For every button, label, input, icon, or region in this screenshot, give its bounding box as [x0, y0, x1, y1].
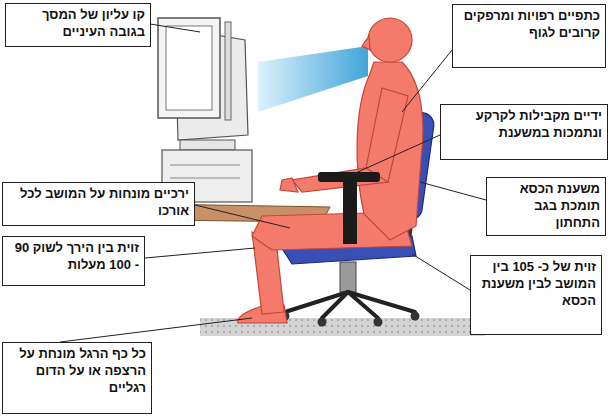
callout-text: קו עליון של המסך בגובה העיניים — [11, 7, 145, 41]
chair-base — [285, 292, 415, 318]
person — [238, 18, 423, 323]
drive-slot — [170, 178, 240, 179]
gas-lift — [340, 262, 356, 292]
callout-text: ידיים מקבילות לקרקע ונתמכות במשענת — [446, 108, 602, 142]
chair-wheels — [281, 312, 420, 327]
callout-box: משענת הכסא תומכת בגב התחתון — [486, 177, 606, 236]
armrest-post — [343, 180, 357, 244]
callout-box: קו עליון של המסך בגובה העיניים — [5, 3, 151, 47]
callout-box: זוית של כ- 105 בין המושב לבין משענת הכסא — [470, 255, 602, 335]
monitor-screen — [166, 26, 212, 110]
callout-text: כתפיים רפויות ומרפקים קרובים לגוף — [458, 8, 600, 42]
callout-box: כל כף הרגל מונחת על הרצפה או על הדום רגל… — [2, 342, 152, 414]
drive-slot — [170, 165, 240, 166]
callout-text: משענת הכסא תומכת בגב התחתון — [492, 181, 600, 232]
callout-box: זוית בין הירך לשוק 90 - 100 מעלות — [2, 236, 145, 286]
callout-text: זוית של כ- 105 בין המושב לבין משענת הכסא — [476, 259, 596, 310]
callout-text: זוית בין הירך לשוק 90 - 100 מעלות — [8, 240, 139, 274]
callout-box: ידיים מקבילות לקרקע ונתמכות במשענת — [440, 104, 608, 160]
callout-box: ירכיים מונחות על המושב לכל אורכו — [2, 182, 195, 226]
callout-box: כתפיים רפויות ומרפקים קרובים לגוף — [452, 4, 606, 68]
sight-beam — [258, 46, 368, 112]
callout-text: ירכיים מונחות על המושב לכל אורכו — [8, 186, 189, 220]
monitor-side — [225, 22, 231, 120]
callout-text: כל כף הרגל מונחת על הרצפה או על הדום רגל… — [8, 346, 146, 397]
monitor-bezel — [158, 18, 220, 118]
monitor-stand — [180, 140, 235, 150]
